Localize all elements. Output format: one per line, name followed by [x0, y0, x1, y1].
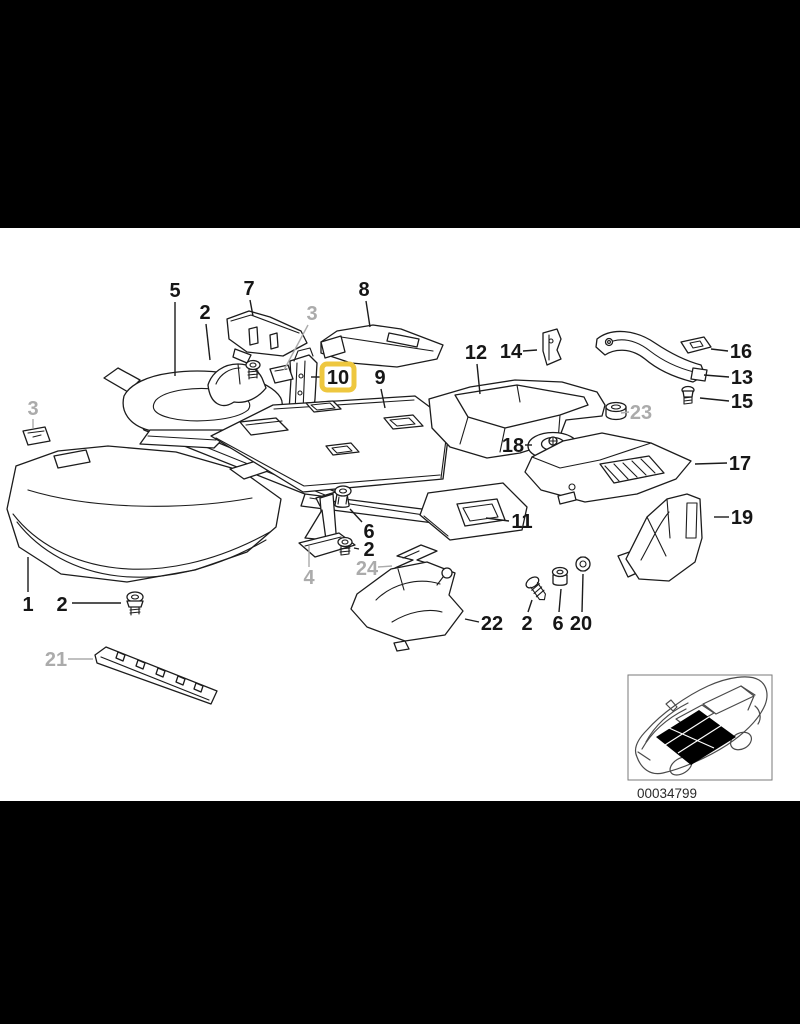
callout-20: 20 — [570, 613, 592, 635]
car-body-outline — [634, 676, 768, 775]
part-8-sill-shield-drawing — [320, 324, 444, 368]
callout-6b: 6 — [552, 613, 563, 635]
callout-3a: 3 — [27, 398, 38, 420]
callout-12: 12 — [465, 342, 487, 364]
callout-2c: 2 — [56, 594, 67, 616]
screw-top-drawing — [245, 359, 261, 380]
callout-labels: 5 2 7 8 3 10 9 12 14 16 13 15 23 18 17 1… — [22, 278, 753, 671]
screw-2-bottom-drawing — [525, 576, 546, 601]
callout-15: 15 — [731, 391, 753, 413]
part-15-screw-drawing — [681, 385, 695, 405]
callout-18: 18 — [502, 435, 524, 457]
car-floor-patch-lines — [664, 716, 723, 754]
part-21-strip-drawing — [94, 646, 218, 705]
callout-1: 1 — [22, 594, 33, 616]
part-19-bracket-drawing — [617, 493, 703, 582]
callout-14: 14 — [500, 341, 523, 363]
part-14-clip-drawing — [542, 328, 562, 366]
callout-19: 19 — [731, 507, 753, 529]
callout-21: 21 — [45, 649, 67, 671]
part-22-shield-drawing — [350, 561, 464, 652]
leader-lines — [27, 299, 730, 660]
highlight-box-part-10 — [319, 361, 357, 393]
callout-24: 24 — [356, 558, 379, 580]
callout-16: 16 — [730, 341, 752, 363]
part-7-bracket-drawing — [226, 310, 308, 364]
car-mirror — [665, 699, 678, 712]
callout-23: 23 — [630, 402, 652, 424]
callout-6a: 6 — [363, 521, 374, 543]
callout-5: 5 — [169, 280, 180, 302]
car-locator-thumbnail: 00034799 — [627, 674, 773, 801]
part-16-plate-drawing — [680, 336, 712, 354]
callout-8: 8 — [358, 279, 369, 301]
diagram-number: 00034799 — [637, 786, 697, 801]
screw-2-middle-drawing — [337, 536, 353, 556]
callout-7: 7 — [243, 278, 254, 300]
callout-2d: 2 — [521, 613, 532, 635]
callout-9: 9 — [374, 367, 385, 389]
car-floor-highlight-patch — [656, 710, 736, 765]
car-rear-wheel — [729, 731, 753, 751]
callout-11: 11 — [511, 511, 532, 533]
callout-17: 17 — [729, 453, 751, 475]
part-1-front-undertray-drawing — [6, 445, 282, 583]
part-3-clip-left-drawing — [22, 426, 51, 446]
callout-4: 4 — [303, 567, 315, 589]
part-3-clip-middle-drawing — [269, 364, 294, 384]
part-13-cross-brace-drawing — [595, 330, 708, 383]
callout-10-highlighted: 10 — [327, 367, 349, 389]
callout-22: 22 — [481, 613, 503, 635]
callout-2a: 2 — [199, 302, 210, 324]
plug-6-bottom-drawing — [551, 566, 569, 586]
part-23-grommet-drawing — [605, 401, 627, 421]
nut-20-drawing — [575, 556, 591, 572]
callout-13: 13 — [731, 367, 753, 389]
callout-2b: 2 — [363, 539, 374, 561]
part-12-tunnel-shield-drawing — [428, 379, 606, 459]
part-17-side-panel-drawing — [524, 432, 692, 505]
screw-2-left-drawing — [126, 591, 144, 616]
callout-3b: 3 — [306, 303, 317, 325]
plug-6-upper-drawing — [334, 485, 352, 508]
